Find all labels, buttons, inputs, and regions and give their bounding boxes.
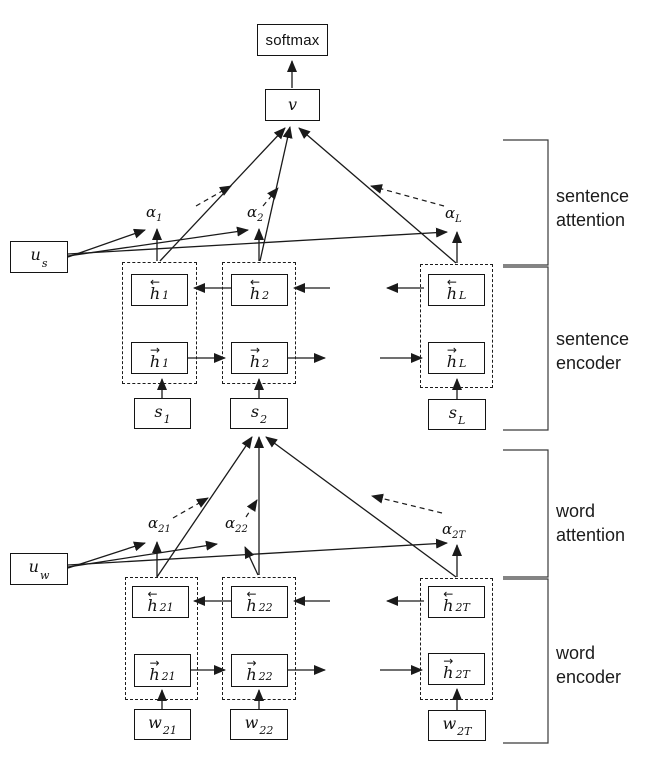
- backward-arrow-glyph: ←: [149, 275, 161, 289]
- word-input-w2T-box: w2T: [428, 710, 486, 741]
- word-input-w22-box: w22: [230, 709, 288, 740]
- alpha-2T-label: α2T: [442, 520, 466, 541]
- document-vector-box: v: [265, 89, 320, 121]
- word-attention-bracket: [503, 449, 549, 578]
- forward-arrow-glyph: →: [246, 655, 257, 670]
- sentence-encoder-section-label: sentence encoder: [556, 329, 630, 373]
- sentence-attention-section-label: sentence attention: [556, 186, 630, 230]
- forward-arrow-glyph: →: [443, 654, 454, 668]
- backward-arrow-glyph: ←: [249, 275, 261, 289]
- sentence-encoder-bracket: [503, 266, 549, 431]
- word-encoder-section-label: word encoder: [556, 643, 622, 687]
- document-vector-label: v: [287, 95, 298, 114]
- alpha-22-label: α22: [225, 514, 248, 535]
- backward-arrow-glyph: ←: [443, 587, 454, 601]
- alpha-1-label: α1: [146, 203, 163, 224]
- forward-arrow-glyph: →: [249, 343, 261, 357]
- softmax-label: softmax: [265, 31, 320, 49]
- forward-arrow-glyph: →: [149, 343, 161, 357]
- word-context-vector-box: uw: [10, 553, 68, 585]
- alpha-L-label: αL: [445, 204, 462, 225]
- alpha-21-label: α21: [148, 514, 171, 535]
- word-encoder-bracket: [503, 578, 549, 744]
- softmax-box: softmax: [257, 24, 328, 56]
- sentence-input-sL-box: sL: [428, 399, 486, 430]
- sentence-input-s1-box: s1: [134, 398, 191, 429]
- us-label: us: [30, 245, 48, 270]
- sentence-input-s2-box: s2: [230, 398, 288, 429]
- backward-arrow-glyph: ←: [246, 587, 257, 601]
- sentence-context-vector-box: us: [10, 241, 68, 273]
- forward-arrow-glyph: →: [446, 343, 457, 357]
- alpha-2-label: α2: [247, 203, 264, 224]
- forward-arrow-glyph: →: [149, 655, 160, 670]
- uw-label: uw: [28, 557, 50, 582]
- backward-arrow-glyph: ←: [446, 275, 457, 289]
- word-input-w21-box: w21: [134, 709, 191, 740]
- sentence-attention-bracket: [503, 139, 549, 266]
- word-attention-section-label: word attention: [556, 501, 626, 545]
- backward-arrow-glyph: ←: [147, 587, 158, 601]
